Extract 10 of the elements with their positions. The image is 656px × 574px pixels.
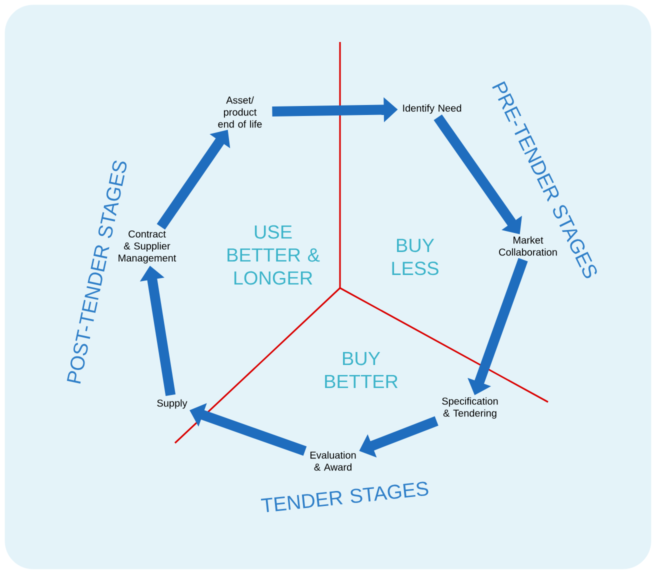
stage-text: Identify Need bbox=[403, 104, 462, 114]
stage-text: Contract & Supplier Management bbox=[118, 230, 176, 264]
goal-text: BUY LESS bbox=[392, 238, 438, 276]
goal-text: USE BETTER & LONGER bbox=[228, 225, 320, 285]
stage-heading: TENDER STAGES bbox=[260, 482, 428, 512]
stage-text: Asset/ product end of life bbox=[218, 96, 262, 128]
goal-text: BUY BETTER bbox=[325, 352, 398, 388]
stage-text: Specification & Tendering bbox=[442, 397, 498, 419]
stage-text: Supply bbox=[157, 399, 188, 409]
stage-text: Evaluation & Award bbox=[310, 451, 356, 471]
